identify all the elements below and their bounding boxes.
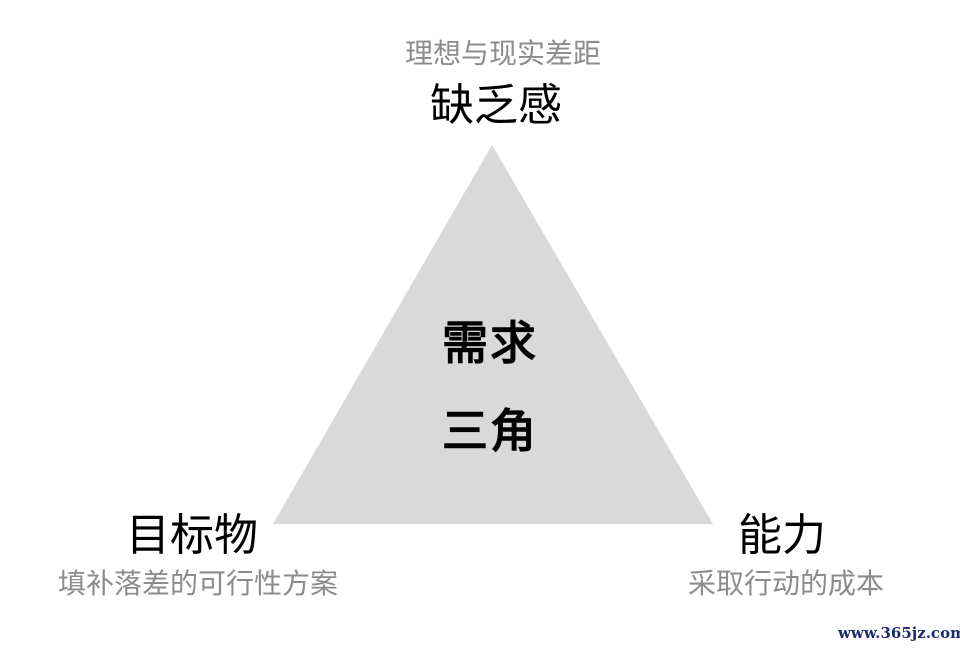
top-node-label: 缺乏感 <box>430 80 562 131</box>
right-node-label: 能力 <box>738 510 826 561</box>
top-node-subtitle: 理想与现实差距 <box>405 37 602 70</box>
needs-triangle-shape <box>273 145 713 524</box>
center-title-line1: 需求 <box>442 316 538 370</box>
center-title-line2: 三角 <box>442 404 538 458</box>
left-node-subtitle: 填补落差的可行性方案 <box>58 567 339 600</box>
right-node-subtitle: 采取行动的成本 <box>688 567 885 600</box>
left-node-label: 目标物 <box>126 510 258 561</box>
watermark-text: www.365jz.com <box>838 624 960 642</box>
